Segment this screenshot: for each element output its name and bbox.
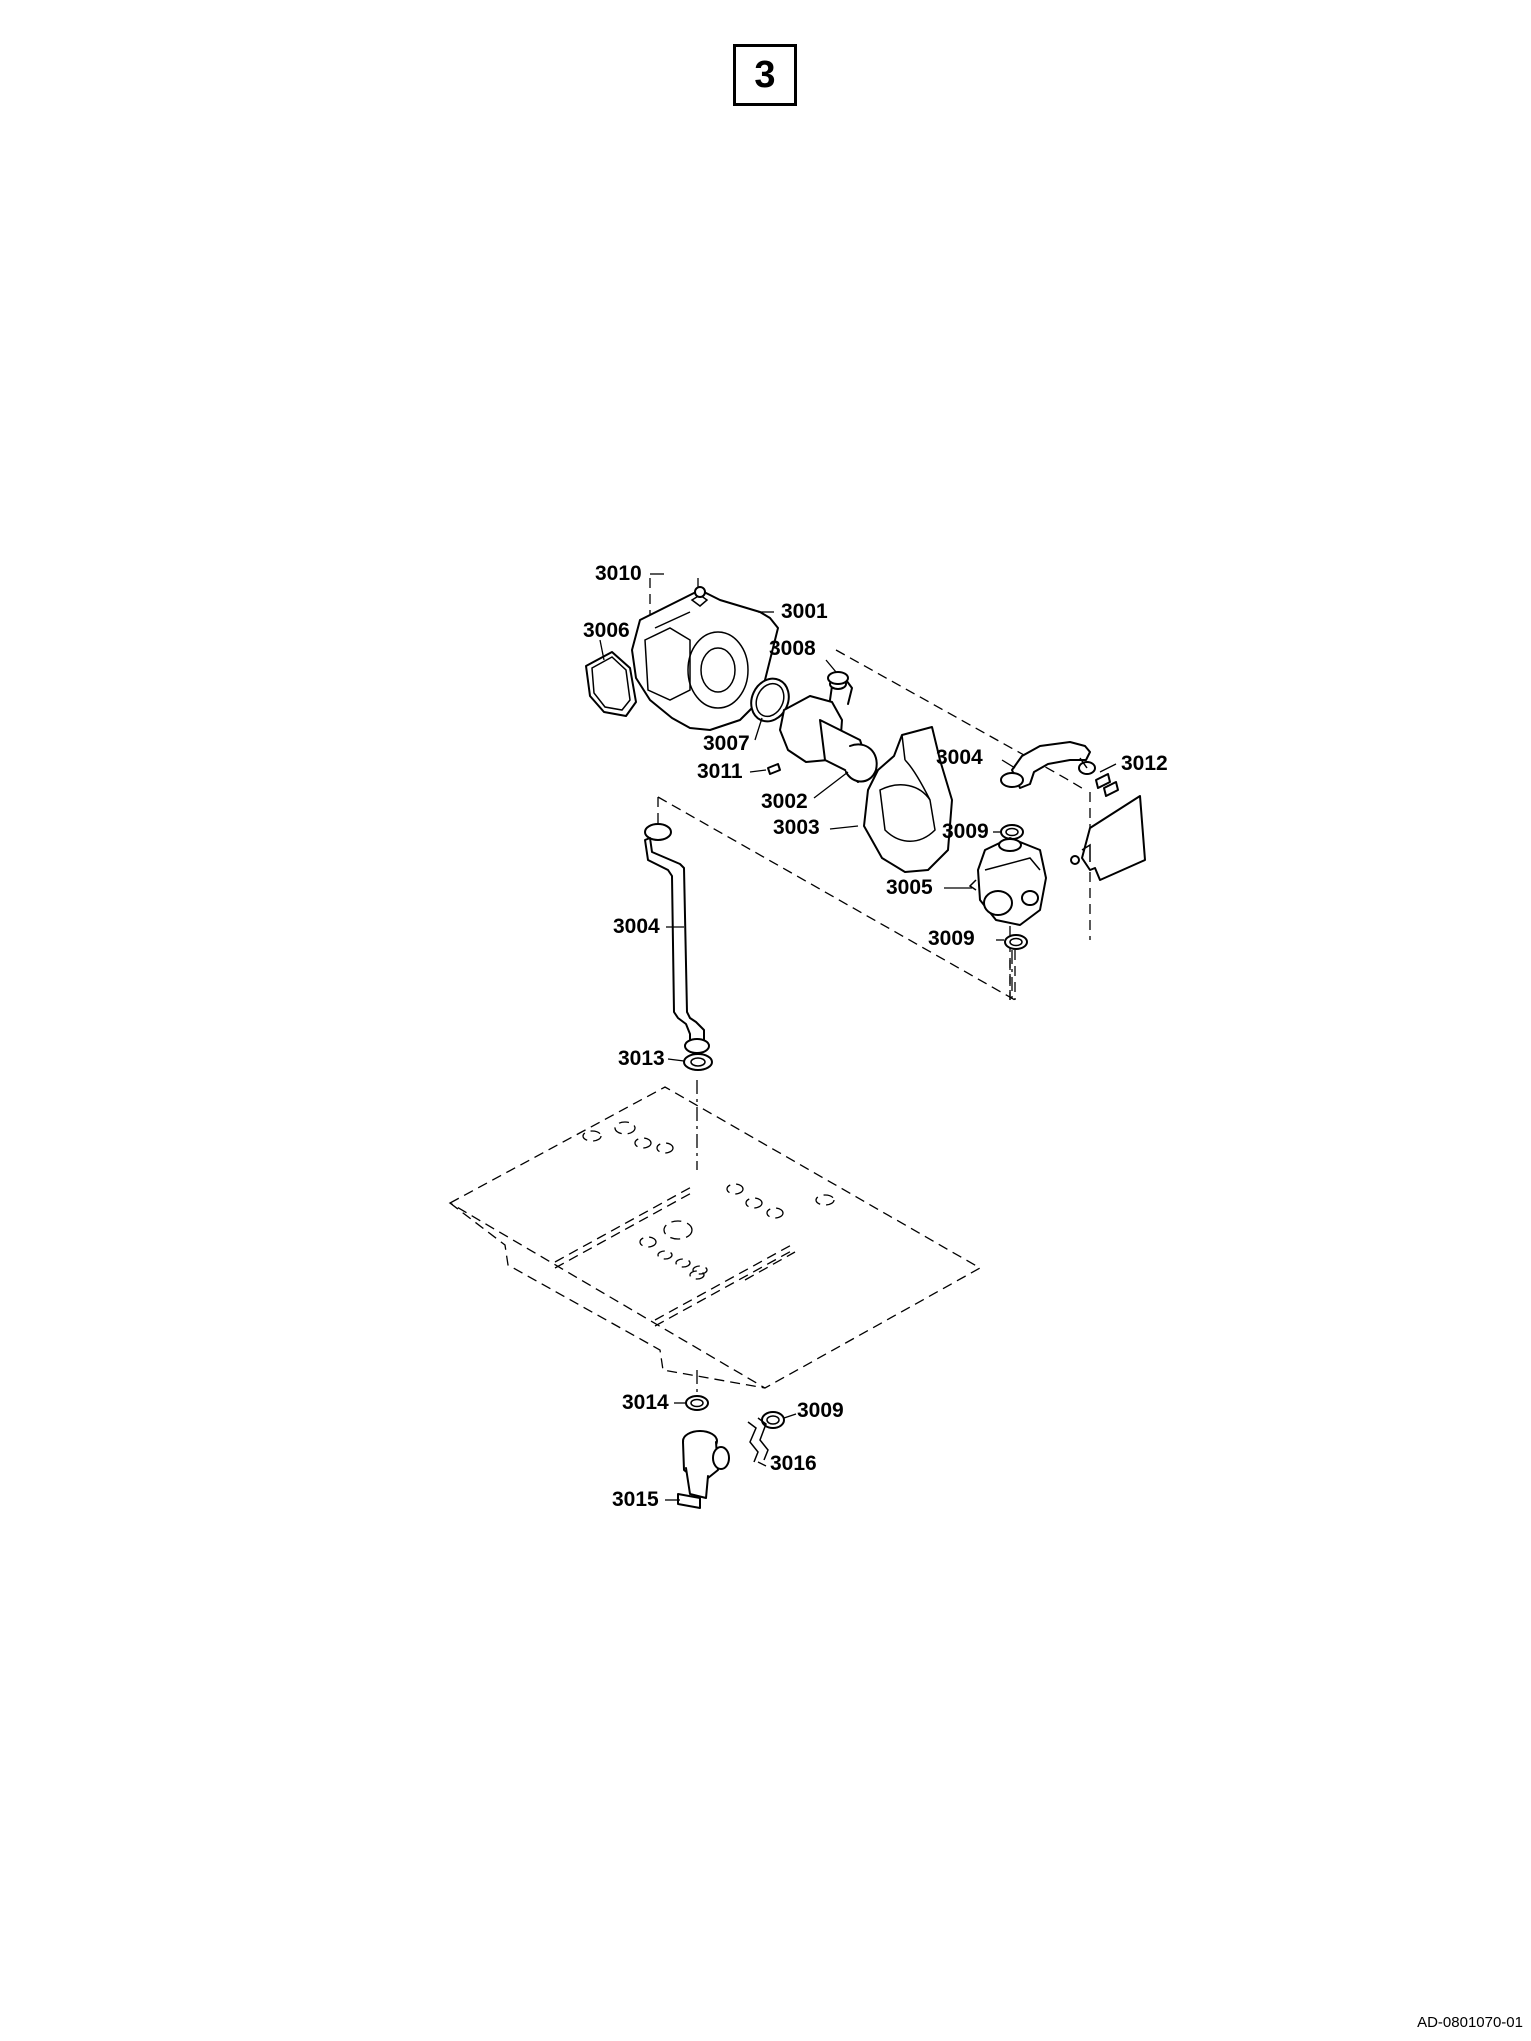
callout-3009-top: 3009 — [942, 820, 989, 843]
callout-3004-top: 3004 — [936, 746, 983, 769]
callout-3001: 3001 — [781, 600, 828, 623]
gas-pipe-3004-top — [1000, 741, 1096, 789]
callout-3007: 3007 — [703, 732, 750, 755]
callout-3015: 3015 — [612, 1488, 659, 1511]
document-reference: AD-0801070-01 — [1417, 2014, 1523, 2031]
clip-3016 — [747, 1417, 769, 1463]
gas-pipe-3004-long — [644, 823, 710, 1054]
callout-3014: 3014 — [622, 1391, 669, 1414]
air-silencer-3003 — [863, 726, 953, 873]
page-number-box: 3 — [733, 44, 797, 106]
callout-labels: 3010 3001 3006 3008 3007 3011 3002 3003 … — [583, 562, 1168, 1511]
seal-3014 — [685, 1395, 709, 1411]
screws-3012 — [1095, 773, 1119, 797]
base-plate-outline — [448, 1086, 982, 1389]
seal-3009-bottom — [1004, 934, 1028, 950]
callout-3006: 3006 — [583, 619, 630, 642]
callout-3010: 3010 — [595, 562, 642, 585]
fan-housing-3001 — [631, 586, 779, 731]
gas-valve-3005 — [968, 837, 1047, 926]
plug-3008 — [827, 671, 849, 685]
gasket-3006 — [585, 651, 637, 717]
callout-3016: 3016 — [770, 1452, 817, 1475]
callout-3011: 3011 — [697, 760, 743, 783]
callout-3009-bottom: 3009 — [928, 927, 975, 950]
page-number: 3 — [754, 53, 776, 96]
seal-3013 — [683, 1053, 713, 1071]
callout-3004-long: 3004 — [613, 915, 660, 938]
valve-bracket — [1070, 795, 1146, 881]
callout-3013: 3013 — [618, 1047, 665, 1070]
callout-3005: 3005 — [886, 876, 933, 899]
gas-cock-3015 — [677, 1430, 730, 1509]
callout-3002: 3002 — [761, 790, 808, 813]
callout-3009-lower: 3009 — [797, 1399, 844, 1422]
callout-3003: 3003 — [773, 816, 820, 839]
callout-3008: 3008 — [769, 637, 816, 660]
seal-3009-top — [1000, 824, 1024, 840]
venturi-3002 — [779, 678, 878, 783]
seal-3009-lower — [761, 1411, 785, 1429]
callout-3012: 3012 — [1121, 752, 1168, 775]
callout-leaders — [599, 573, 1117, 1501]
screw-3011 — [767, 763, 781, 775]
